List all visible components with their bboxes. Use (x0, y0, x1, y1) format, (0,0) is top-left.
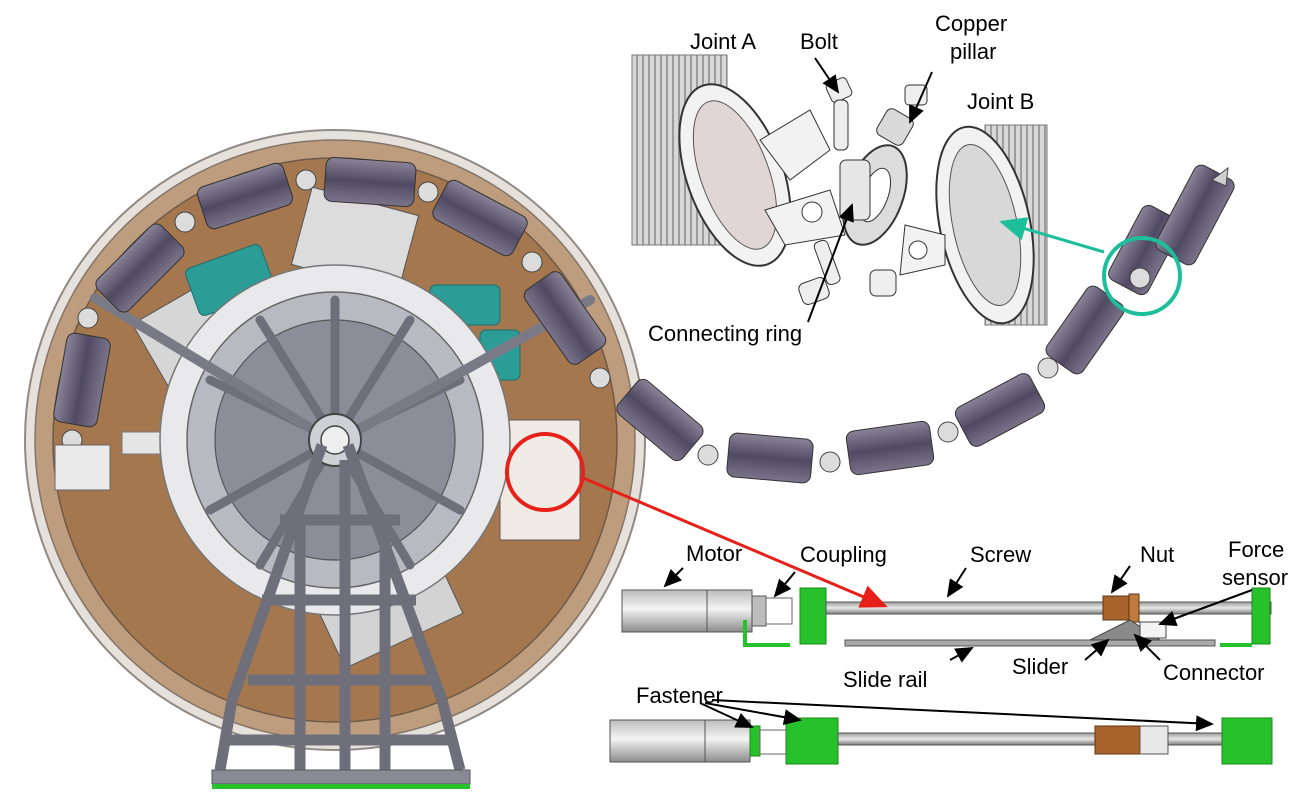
callout-circle-joint (1102, 236, 1182, 316)
label-fastener: Fastener (636, 683, 723, 708)
label-motor: Motor (686, 541, 743, 566)
label-joint-a: Joint A (690, 29, 757, 54)
callout-arrow-joint (999, 217, 1105, 254)
label-coupling: Coupling (800, 542, 887, 567)
label-copper-pillar-line1: Copper (935, 11, 1008, 36)
label-copper-pillar-line2: pillar (950, 39, 997, 64)
callout-arrow-actuator (582, 476, 888, 608)
drum-module-chain (53, 156, 611, 491)
label-connecting-ring: Connecting ring (648, 321, 803, 346)
label-force-sensor-line1: Force (1228, 537, 1285, 562)
actuator-bottom (609, 717, 1273, 765)
label-slide-rail: Slide rail (843, 667, 928, 692)
callout-circle-actuator (505, 432, 585, 512)
label-nut: Nut (1140, 542, 1175, 567)
label-screw: Screw (970, 542, 1032, 567)
label-bolt: Bolt (800, 29, 838, 54)
label-joint-b: Joint B (967, 89, 1035, 114)
drum-assembly (24, 129, 646, 789)
actuator-top (621, 587, 1272, 647)
support-stand (214, 443, 466, 772)
joint-exploded-view (631, 54, 1048, 326)
label-slider: Slider (1012, 654, 1069, 679)
module-arc (616, 164, 1235, 484)
label-connector: Connector (1163, 660, 1265, 685)
label-force-sensor-line2: sensor (1222, 565, 1289, 590)
label-pointers (663, 57, 1253, 732)
